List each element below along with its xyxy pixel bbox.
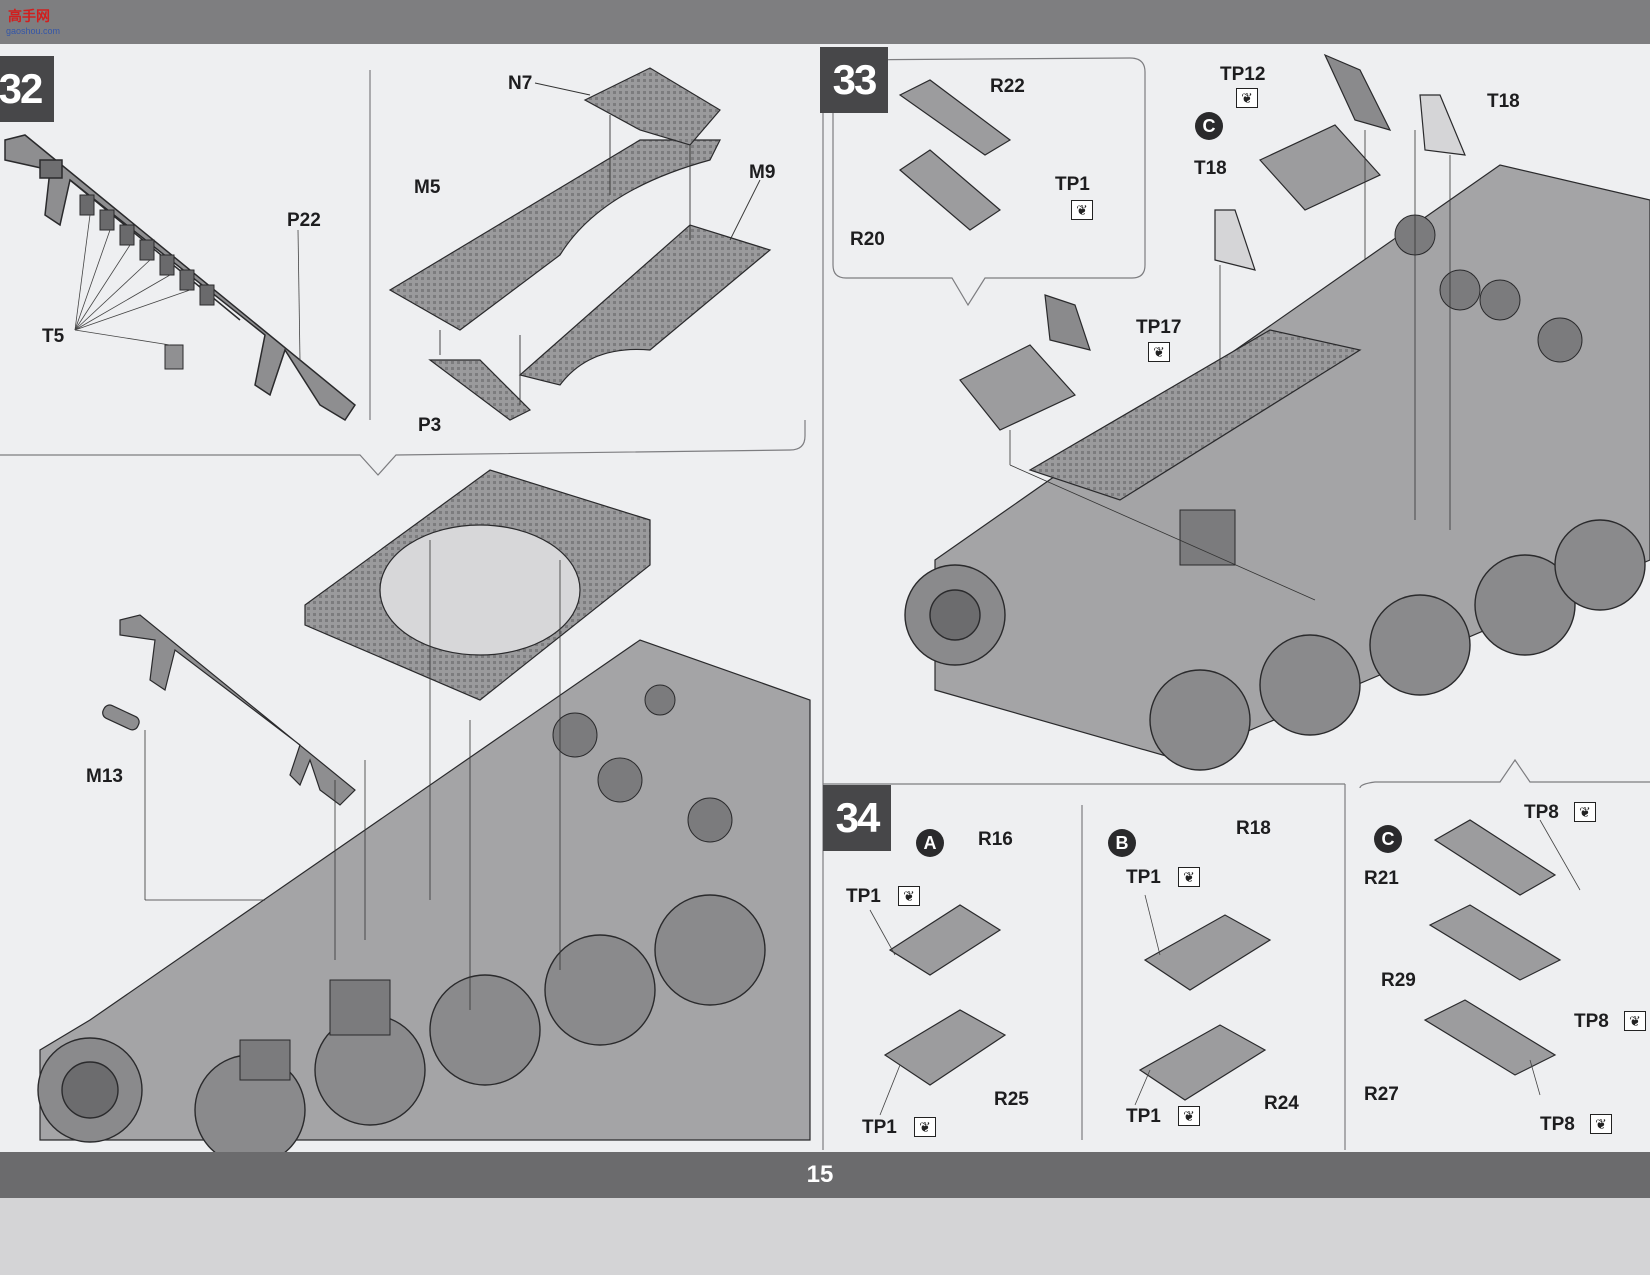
sub-step-b-badge: B — [1108, 829, 1136, 857]
part-label-tp1-33: TP1 — [1055, 174, 1090, 195]
hull-arrows-32 — [144, 540, 561, 1010]
cement-icon: ❦ — [1236, 88, 1258, 108]
part-label-p22: P22 — [287, 210, 321, 231]
top-dark-band — [0, 0, 1650, 44]
part-label-r29: R29 — [1381, 970, 1416, 991]
part-label-t5: T5 — [42, 326, 65, 347]
part-label-tp17: TP17 — [1136, 317, 1182, 338]
part-label-r22: R22 — [990, 76, 1025, 97]
small-plates-33 — [1044, 53, 1466, 351]
part-label-r18: R18 — [1236, 818, 1271, 839]
hull-wheels-32 — [37, 894, 766, 1166]
cement-icon: ❦ — [1178, 1106, 1200, 1126]
part-label-tp12: TP12 — [1220, 64, 1266, 85]
part-label-r16: R16 — [978, 829, 1013, 850]
part-label-m9: M9 — [749, 162, 776, 183]
part-label-r21: R21 — [1364, 868, 1399, 889]
step-32-badge: 32 — [0, 56, 54, 122]
part-label-r24: R24 — [1264, 1093, 1299, 1114]
part-label-tp1-b-bot: TP1 — [1126, 1106, 1161, 1127]
hull-wheels-33 — [904, 519, 1646, 771]
part-label-n7: N7 — [508, 73, 533, 94]
floor-plates-diagram — [388, 67, 772, 421]
sub-step-a-badge: A — [916, 829, 944, 857]
part-label-t18-left: T18 — [1194, 158, 1227, 179]
part-label-tp1-a-top: TP1 — [846, 886, 881, 907]
hull-arrows-33 — [1009, 130, 1451, 601]
hull-assembly-33 — [934, 164, 1650, 761]
floor-arrows — [439, 82, 761, 405]
part-label-t18-right: T18 — [1487, 91, 1520, 112]
page-number: 15 — [806, 1161, 834, 1188]
step-33-badge: 33 — [820, 47, 888, 113]
part-label-r20: R20 — [850, 229, 885, 250]
rocket-tubes-33 — [898, 79, 1381, 431]
part-label-m5: M5 — [414, 177, 441, 198]
cement-icon: ❦ — [1624, 1011, 1646, 1031]
part-label-tp8-mid: TP8 — [1574, 1011, 1609, 1032]
cement-icon: ❦ — [914, 1117, 936, 1137]
sub-step-c-badge-34: C — [1374, 825, 1402, 853]
cement-icon: ❦ — [1590, 1114, 1612, 1134]
panel-dividers — [0, 50, 1650, 1150]
rack-sets-34 — [883, 819, 1562, 1101]
cement-icon: ❦ — [1148, 342, 1170, 362]
part-label-p3: P3 — [418, 415, 442, 436]
part-label-m13: M13 — [86, 766, 123, 787]
part-label-tp8-top: TP8 — [1524, 802, 1559, 823]
sub-step-c-badge-33: C — [1195, 112, 1223, 140]
rack-p22-clips — [79, 194, 215, 370]
step-34-badge: 34 — [823, 785, 891, 851]
rack-leaders-34 — [869, 819, 1581, 1116]
page-underside — [0, 1198, 1650, 1275]
bottom-dark-band — [0, 1152, 1650, 1198]
t5-leader-lines — [74, 214, 301, 361]
part-label-tp1-b-top: TP1 — [1126, 867, 1161, 888]
hull-internal-32 — [239, 684, 733, 1081]
watermark-url: gaoshou.com — [6, 26, 61, 36]
watermark-logo: 高手网 — [8, 8, 50, 24]
part-label-tp1-a-bot: TP1 — [862, 1117, 897, 1138]
cement-icon: ❦ — [1574, 802, 1596, 822]
cement-icon: ❦ — [1178, 867, 1200, 887]
cement-icon: ❦ — [1071, 200, 1093, 220]
part-label-tp8-bot: TP8 — [1540, 1114, 1575, 1135]
part-label-r27: R27 — [1364, 1084, 1399, 1105]
part-label-r25: R25 — [994, 1089, 1029, 1110]
cement-icon: ❦ — [898, 886, 920, 906]
